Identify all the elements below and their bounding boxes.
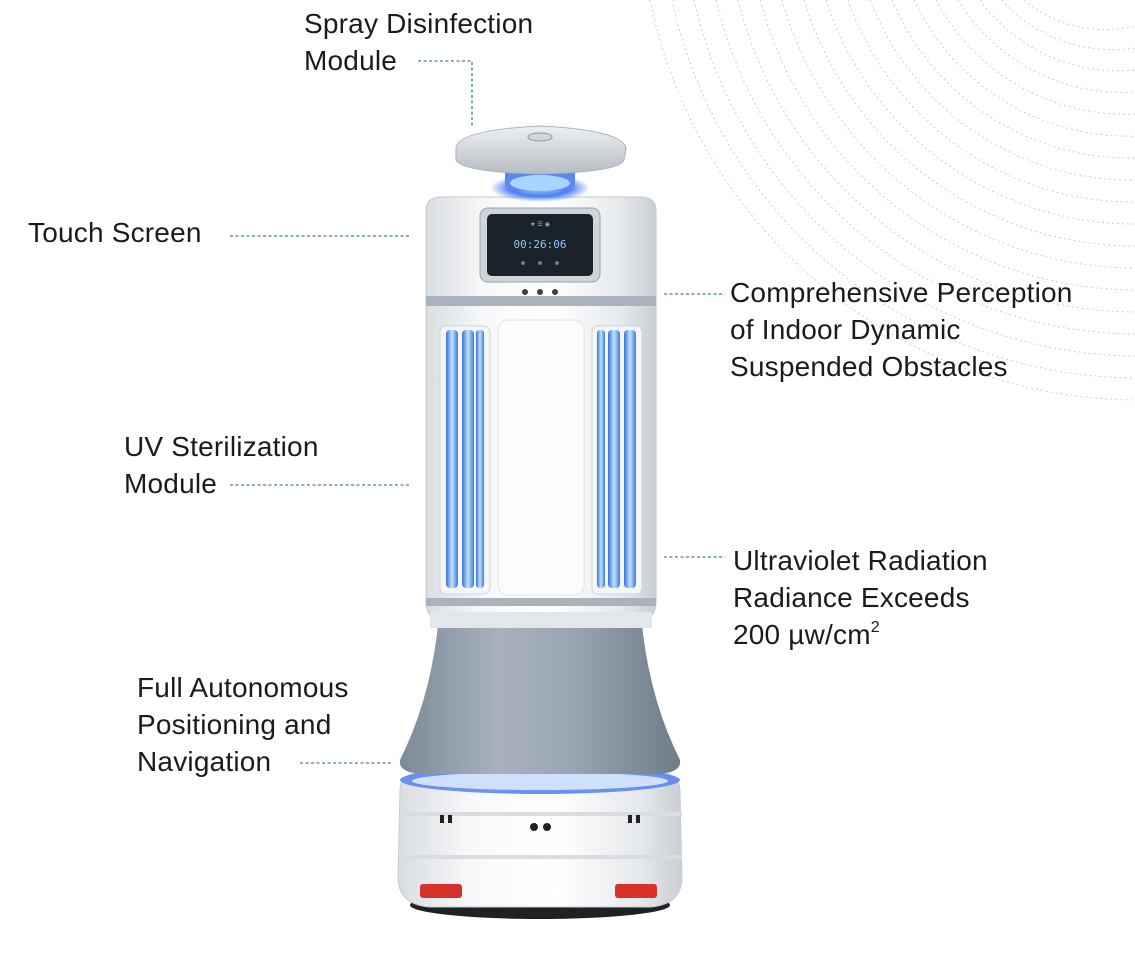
robot-grey-skirt [399,625,681,774]
callout-radiation-line1: Ultraviolet Radiation [733,545,988,576]
callout-spray-line1: Spray Disinfection [304,8,534,39]
callout-touch-line1: Touch Screen [28,217,202,248]
leader-spray [418,60,473,128]
screen-time: 00:26:06 [514,238,567,251]
callout-navigation-line3: Navigation [137,746,272,777]
decorative-arc-pattern-icon [649,0,1135,401]
callout-spray-disinfection: Spray Disinfection Module [304,5,533,79]
callout-navigation-line1: Full Autonomous [137,672,349,703]
callout-radiation-line3: 200 µw/cm [733,619,871,650]
robot-base [397,766,683,919]
callout-perception-line1: Comprehensive Perception [730,277,1073,308]
callout-radiation-line3-wrap: 200 µw/cm2 [733,616,988,653]
callout-uv-line2: Module [124,468,218,499]
callout-spray-line2: Module [304,45,398,76]
robot-main-body [425,196,657,628]
callout-radiation: Ultraviolet Radiation Radiance Exceeds 2… [733,542,988,653]
callout-radiation-line2: Radiance Exceeds [733,582,970,613]
callout-perception: Comprehensive Perception of Indoor Dynam… [730,274,1073,385]
callout-touch-screen: Touch Screen [28,214,202,251]
callout-perception-line3: Suspended Obstacles [730,351,1008,382]
callout-navigation-line2: Positioning and [137,709,332,740]
leader-lines [230,60,725,764]
screen-header: ★ ☰ ◉ [530,221,550,228]
callout-radiation-superscript: 2 [870,618,880,636]
robot-illustration: ★ ☰ ◉ 00:26:06 [397,125,683,919]
callout-uv-sterilization: UV Sterilization Module [124,428,319,502]
robot-touch-screen: ★ ☰ ◉ 00:26:06 [479,207,601,295]
robot-spray-head [455,125,627,202]
callout-perception-line2: of Indoor Dynamic [730,314,961,345]
callout-navigation: Full Autonomous Positioning and Navigati… [137,669,349,780]
callout-uv-line1: UV Sterilization [124,431,319,462]
